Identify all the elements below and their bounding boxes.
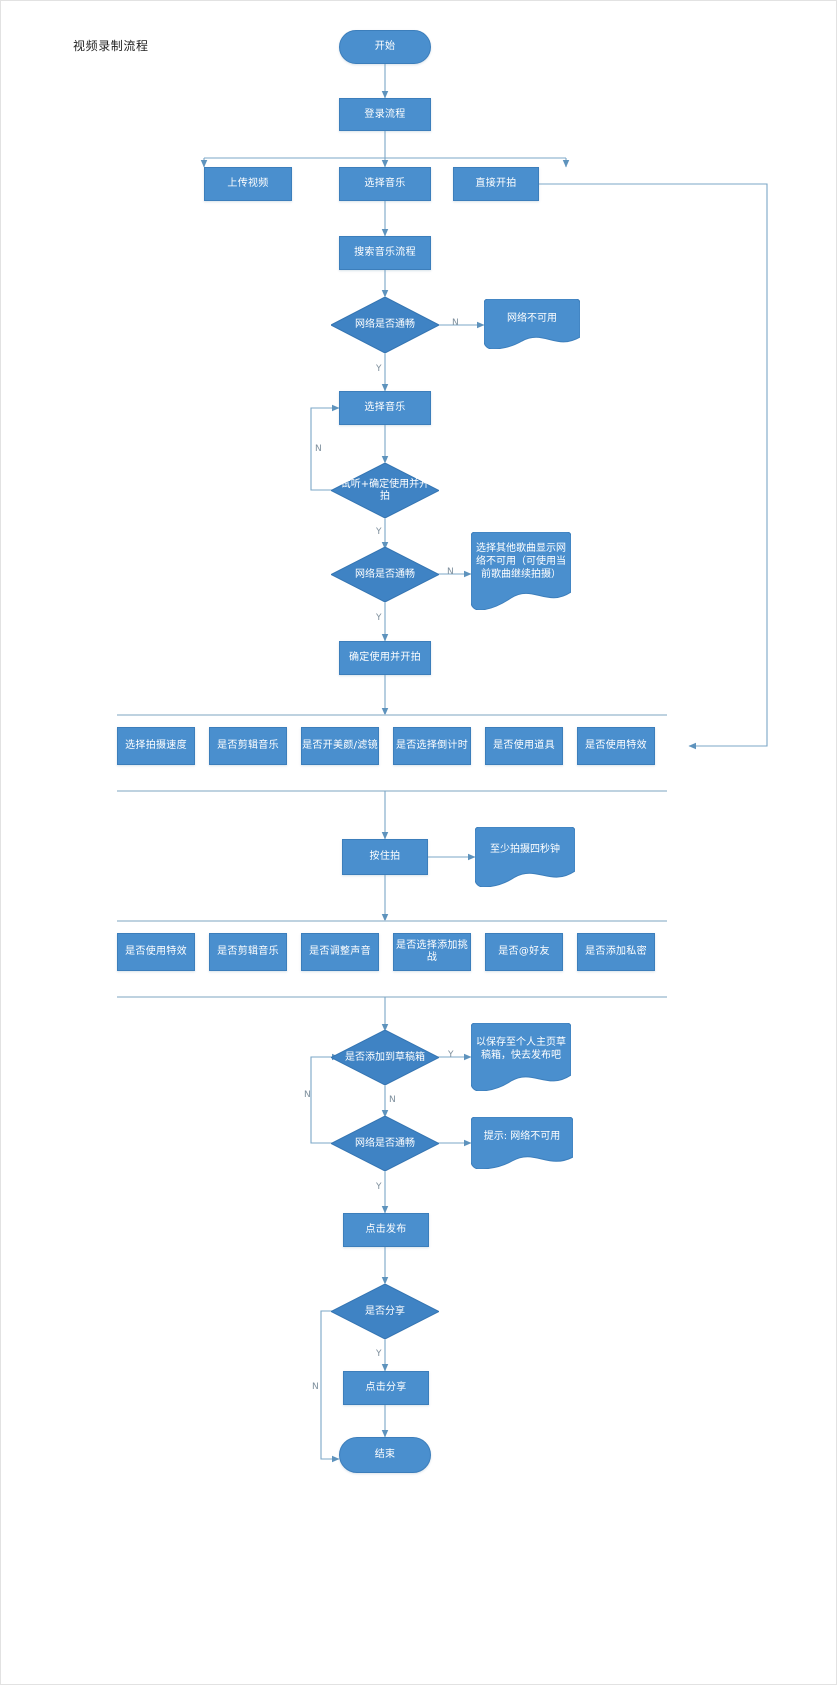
edge-label-draft-no: N	[389, 1095, 396, 1105]
option-row1-item-0[interactable]: 选择拍摄速度	[117, 727, 195, 765]
node-click-publish[interactable]: 点击发布	[343, 1213, 429, 1247]
option-row2-item-0-label: 是否使用特效	[125, 946, 187, 957]
node-choose-music-label: 选择音乐	[364, 178, 406, 189]
note-other-song[interactable]: 选择其他歌曲显示网络不可用（可使用当前歌曲继续拍摄）	[471, 532, 571, 610]
option-row1-item-1-label: 是否剪辑音乐	[217, 740, 279, 751]
note-at-least-four-seconds[interactable]: 至少拍摄四秒钟	[475, 827, 575, 887]
node-search-music-flow-label: 搜索音乐流程	[354, 247, 416, 258]
option-row1-item-1[interactable]: 是否剪辑音乐	[209, 727, 287, 765]
diamond-shape	[331, 1284, 439, 1339]
option-row1-item-2[interactable]: 是否开美颜/滤镜	[301, 727, 379, 765]
decision-add-to-draft[interactable]: 是否添加到草稿箱	[331, 1030, 439, 1085]
edge-label-share-yes: Y	[376, 1349, 382, 1359]
option-row2-item-0[interactable]: 是否使用特效	[117, 933, 195, 971]
document-shape	[475, 827, 575, 887]
node-upload-video-label: 上传视频	[227, 178, 269, 189]
decision-network-ok-1[interactable]: 网络是否通畅	[331, 297, 439, 353]
option-row1-item-3-label: 是否选择倒计时	[395, 740, 469, 751]
page-title: 视频录制流程	[73, 39, 149, 53]
node-press-to-record-label: 按住拍	[369, 851, 401, 862]
document-shape	[471, 1023, 571, 1091]
node-click-share-label: 点击分享	[365, 1382, 407, 1393]
option-row1-item-4-label: 是否使用道具	[493, 740, 555, 751]
option-row2-item-3-label: 是否选择添加挑战	[395, 940, 469, 963]
node-shoot-directly[interactable]: 直接开拍	[453, 167, 539, 201]
edge-label-preview-no: N	[315, 444, 322, 454]
edge-label-net2-no: N	[447, 567, 454, 577]
node-confirm-use-and-shoot[interactable]: 确定使用并开拍	[339, 641, 431, 675]
option-row2-item-5-label: 是否添加私密	[585, 946, 647, 957]
decision-network-ok-1-label: 网络是否通畅	[354, 319, 415, 330]
decision-network-ok-3[interactable]: 网络是否通畅	[331, 1116, 439, 1171]
node-end[interactable]: 结束	[339, 1437, 431, 1473]
edge-label-share-no: N	[312, 1382, 319, 1392]
option-row2-item-1-label: 是否剪辑音乐	[217, 946, 279, 957]
option-row1-item-3[interactable]: 是否选择倒计时	[393, 727, 471, 765]
diamond-shape	[331, 1030, 439, 1085]
node-search-music-flow[interactable]: 搜索音乐流程	[339, 236, 431, 270]
edge-label-net1-yes: Y	[376, 364, 382, 374]
edge-label-net2-yes: Y	[376, 613, 382, 623]
edge-label-preview-yes: Y	[376, 527, 382, 537]
decision-preview-confirm-shoot-label: 试听+确定使用并开拍	[340, 478, 430, 502]
option-row2-item-2-label: 是否调整声音	[309, 946, 371, 957]
note-other-song-label: 选择其他歌曲显示网络不可用（可使用当前歌曲继续拍摄）	[476, 543, 566, 581]
decision-preview-confirm-shoot[interactable]: 试听+确定使用并开拍	[331, 463, 439, 518]
note-draft-saved-label: 以保存至个人主页草稿箱，快去发布吧	[476, 1036, 566, 1061]
option-row1-item-4[interactable]: 是否使用道具	[485, 727, 563, 765]
decision-network-ok-2[interactable]: 网络是否通畅	[331, 547, 439, 602]
node-click-share[interactable]: 点击分享	[343, 1371, 429, 1405]
node-login-flow-label: 登录流程	[364, 108, 406, 120]
document-shape	[471, 1117, 573, 1169]
option-row1-item-5[interactable]: 是否使用特效	[577, 727, 655, 765]
note-draft-saved[interactable]: 以保存至个人主页草稿箱，快去发布吧	[471, 1023, 571, 1091]
option-row2-item-1[interactable]: 是否剪辑音乐	[209, 933, 287, 971]
diamond-shape	[331, 547, 439, 602]
note-at-least-four-seconds-label: 至少拍摄四秒钟	[490, 844, 560, 856]
decision-add-to-draft-label: 是否添加到草稿箱	[344, 1051, 425, 1063]
node-end-label: 结束	[374, 1449, 396, 1460]
decision-share-or-not[interactable]: 是否分享	[331, 1284, 439, 1339]
option-row2-item-4[interactable]: 是否@好友	[485, 933, 563, 971]
decision-network-ok-3-label: 网络是否通畅	[354, 1137, 415, 1149]
note-network-tip-label: 提示: 网络不可用	[483, 1131, 561, 1143]
node-select-music[interactable]: 选择音乐	[339, 391, 431, 425]
diamond-shape	[331, 463, 439, 518]
note-network-unavailable-1-label: 网络不可用	[506, 312, 557, 324]
node-press-to-record[interactable]: 按住拍	[342, 839, 428, 875]
node-upload-video[interactable]: 上传视频	[204, 167, 292, 201]
node-login-flow[interactable]: 登录流程	[339, 98, 431, 131]
option-row2-item-4-label: 是否@好友	[498, 946, 550, 957]
edge-label-draft-yes: Y	[448, 1050, 454, 1060]
edge-label-draft-loop-no: N	[304, 1090, 311, 1100]
node-select-music-label: 选择音乐	[364, 402, 406, 413]
diamond-shape	[331, 297, 439, 353]
option-row1-item-0-label: 选择拍摄速度	[125, 740, 187, 751]
node-start-label: 开始	[374, 41, 396, 52]
edge-label-net3-yes: Y	[376, 1182, 382, 1192]
node-click-publish-label: 点击发布	[365, 1224, 407, 1235]
diamond-shape	[331, 1116, 439, 1171]
note-network-tip[interactable]: 提示: 网络不可用	[471, 1117, 573, 1169]
node-shoot-directly-label: 直接开拍	[475, 178, 517, 189]
note-network-unavailable-1[interactable]: 网络不可用	[484, 299, 580, 349]
option-row2-item-3[interactable]: 是否选择添加挑战	[393, 933, 471, 971]
node-choose-music[interactable]: 选择音乐	[339, 167, 431, 201]
option-row2-item-5[interactable]: 是否添加私密	[577, 933, 655, 971]
decision-share-or-not-label: 是否分享	[364, 1305, 405, 1317]
option-row2-item-2[interactable]: 是否调整声音	[301, 933, 379, 971]
node-start[interactable]: 开始	[339, 30, 431, 64]
edge-label-net1-no: N	[452, 318, 459, 328]
option-row1-item-5-label: 是否使用特效	[585, 740, 647, 751]
option-row1-item-2-label: 是否开美颜/滤镜	[302, 740, 378, 751]
node-confirm-use-and-shoot-label: 确定使用并开拍	[348, 652, 422, 663]
decision-network-ok-2-label: 网络是否通畅	[354, 568, 415, 580]
